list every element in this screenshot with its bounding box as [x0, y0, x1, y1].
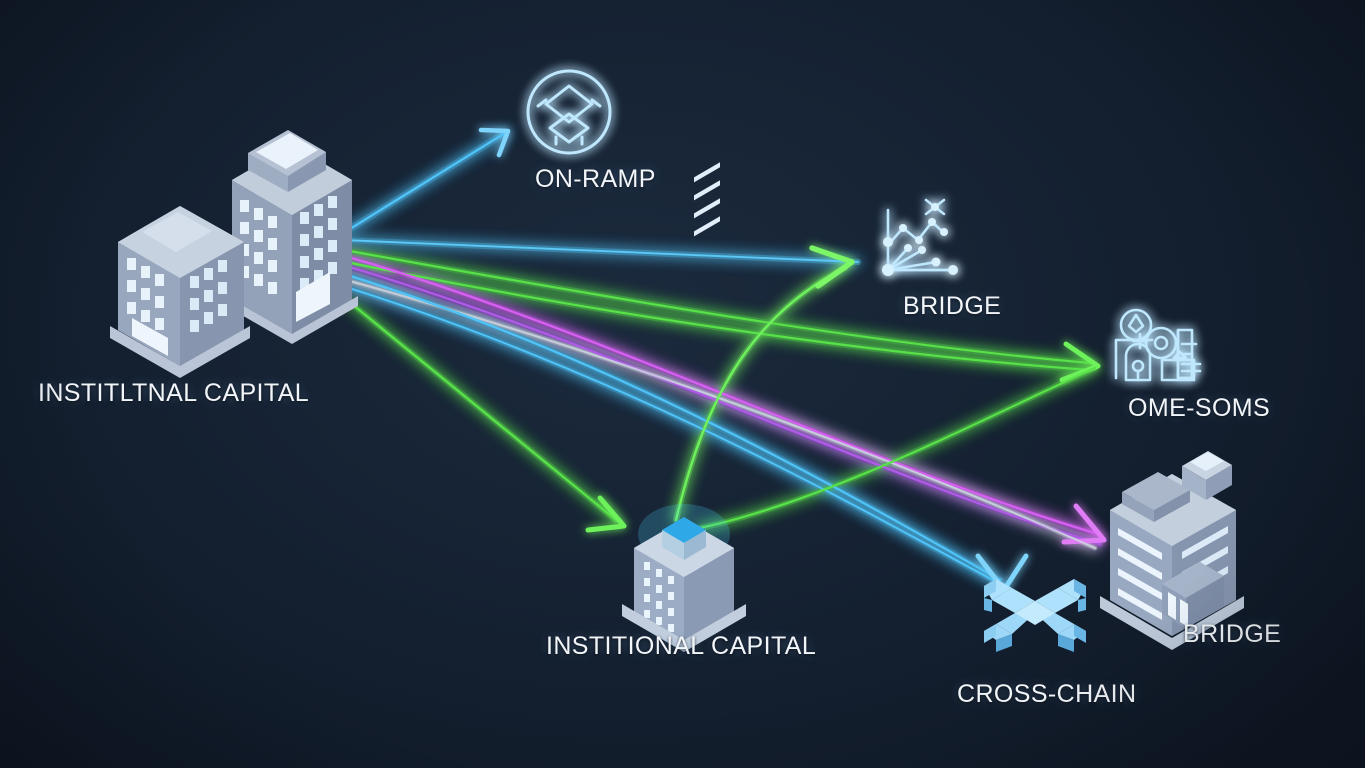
arrowhead-bridge-building [1061, 503, 1107, 545]
label-ome-soms: OME-SOMS [1128, 394, 1271, 422]
line-hub-to-omesoms [698, 366, 1097, 530]
arrowhead-bridge-network [809, 245, 855, 289]
label-cross-chain: CROSS-CHAIN [957, 680, 1137, 708]
source-building-tall [226, 130, 358, 344]
arrowhead-omesoms [1059, 341, 1101, 383]
label-bridge-network: BRIDGE [903, 292, 1002, 320]
label-on-ramp: ON-RAMP [535, 165, 656, 193]
twin-office-buildings-icon[interactable] [110, 130, 358, 378]
source-building-short [110, 206, 250, 378]
node-graph-icon[interactable] [882, 198, 958, 276]
token-document-icon[interactable] [1114, 308, 1202, 382]
line-src-to-bridge-network [342, 239, 859, 263]
on-ramp-circle-icon[interactable] [526, 69, 612, 155]
line-hub-to-bridge-network [674, 266, 847, 522]
arrowhead-hub [585, 495, 627, 533]
line-src-to-omesoms-a [342, 248, 1092, 365]
isometric-cross-icon[interactable] [984, 579, 1086, 652]
line-src-to-bridge-building-a [343, 254, 1100, 536]
label-bridge-building: BRIDGE [1183, 620, 1282, 648]
glowing-office-tower-icon[interactable] [622, 162, 746, 652]
label-institutional-capital-hub: INSTITIONAL CAPITAL [546, 632, 817, 660]
label-source-institutional-capital: INSTITLTNAL CAPITAL [38, 379, 310, 407]
line-src-to-hub [345, 298, 618, 522]
arrowhead-onramp [478, 127, 511, 158]
office-tower-icon[interactable] [1100, 451, 1244, 650]
line-src-neutral [344, 278, 1097, 550]
line-src-to-omesoms-b [344, 260, 1092, 372]
line-src-to-crosschain-a [345, 273, 1002, 582]
line-src-to-crosschain-b [347, 286, 1006, 588]
line-src-to-onramp [343, 131, 507, 234]
line-src-to-bridge-building-b [344, 264, 1102, 546]
